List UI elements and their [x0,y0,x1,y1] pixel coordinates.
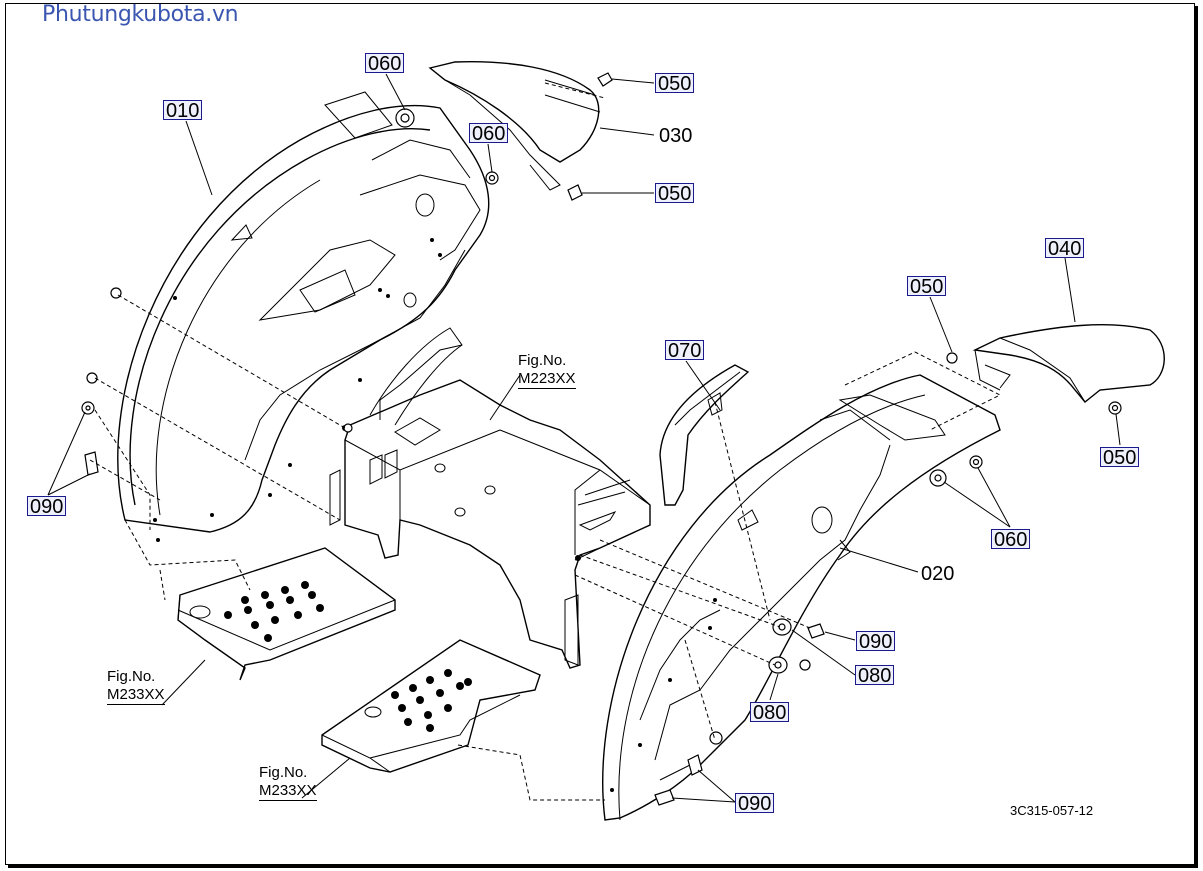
drawing-border-shadow-bottom [8,865,1198,868]
callout-080-lower[interactable]: 080 [750,702,790,723]
left-step-m233xx [177,547,396,681]
drawing-code: 3C315-057-12 [1010,803,1094,818]
callout-050-mid[interactable]: 050 [655,183,695,204]
right-step-m233xx [321,639,541,773]
guide-line-030 [544,82,606,99]
fig-ref-frame-code: M223XX [518,370,576,389]
fig-ref-left-step-label: Fig.No. [107,668,156,685]
callout-080-right[interactable]: 080 [855,665,895,686]
fig-ref-frame-label: Fig.No. [518,352,567,369]
fender-cover-040 [972,324,1165,403]
watermark-text: Phutungkubota.vn [42,2,239,27]
right-fender-020 [602,374,1001,821]
callout-020[interactable]: 020 [921,563,955,585]
callout-090-bottom[interactable]: 090 [735,793,775,814]
callout-040[interactable]: 040 [1045,238,1085,259]
fig-ref-right-step[interactable]: Fig.No. M233XX [259,764,317,801]
fig-ref-frame[interactable]: Fig.No. M223XX [518,352,576,389]
callout-060-cover[interactable]: 060 [469,123,509,144]
callout-090-left[interactable]: 090 [27,496,67,517]
fender-cover-030 [428,61,601,191]
hardware [81,72,1122,806]
drawing-border [5,3,1195,865]
fig-ref-left-step[interactable]: Fig.No. M233XX [107,668,165,705]
callout-050-bottom-right[interactable]: 050 [1100,447,1140,468]
callout-070[interactable]: 070 [665,340,705,361]
fig-ref-right-step-label: Fig.No. [259,764,308,781]
callout-050-top[interactable]: 050 [655,73,695,94]
drawing-border-shadow-right [1195,6,1198,868]
fig-ref-right-step-code: M233XX [259,782,317,801]
alignment-lines [89,294,811,801]
left-fender-010 [117,91,490,542]
callout-010[interactable]: 010 [163,100,203,121]
fig-ref-left-step-code: M233XX [107,686,165,705]
callout-060-top[interactable]: 060 [365,53,405,74]
grip-handle-070 [659,364,750,506]
callout-050-right[interactable]: 050 [907,276,947,297]
callout-030[interactable]: 030 [659,125,693,147]
callout-090-right[interactable]: 090 [856,631,896,652]
guide-line-040 [844,351,1002,431]
callout-060-right[interactable]: 060 [991,529,1031,550]
leader-lines [47,73,1121,803]
